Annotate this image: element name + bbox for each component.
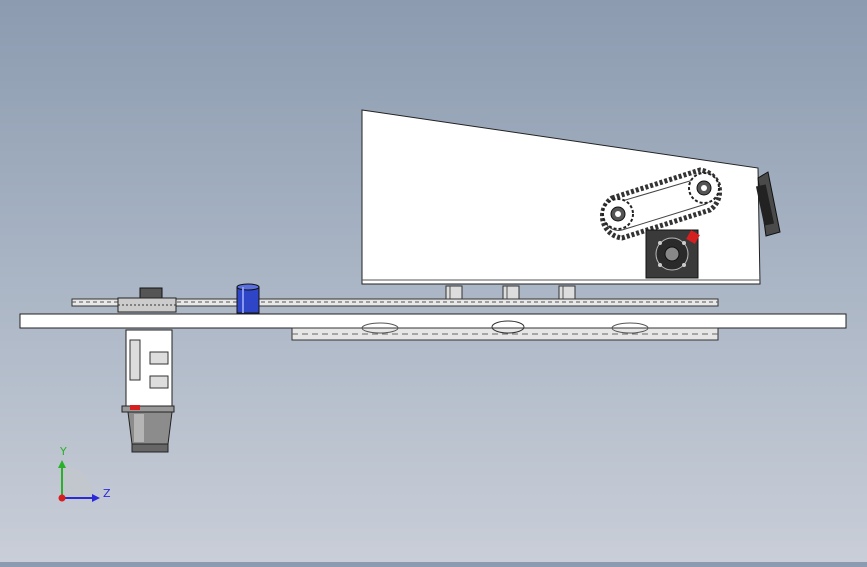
- gear-motor[interactable]: [645, 229, 700, 279]
- coordinate-triad: Y Z: [58, 445, 111, 502]
- lower-rail-assembly[interactable]: [291, 320, 719, 341]
- x-axis-origin-icon: [58, 494, 66, 502]
- vertical-motor[interactable]: [121, 329, 175, 453]
- drive-sprocket-left[interactable]: [117, 287, 177, 313]
- z-axis-arrow-icon: [92, 494, 100, 502]
- z-axis-label: Z: [103, 487, 111, 500]
- side-motor-bracket[interactable]: [755, 171, 781, 237]
- blue-spacer[interactable]: [236, 283, 260, 314]
- conveyor-chain-upper[interactable]: [71, 298, 719, 307]
- base-beam[interactable]: [19, 313, 847, 329]
- sprocket-left[interactable]: [602, 198, 634, 230]
- y-axis-arrow-icon: [58, 460, 66, 468]
- support-posts[interactable]: [445, 285, 576, 301]
- sprocket-right[interactable]: [688, 172, 720, 204]
- y-axis-label: Y: [59, 445, 67, 458]
